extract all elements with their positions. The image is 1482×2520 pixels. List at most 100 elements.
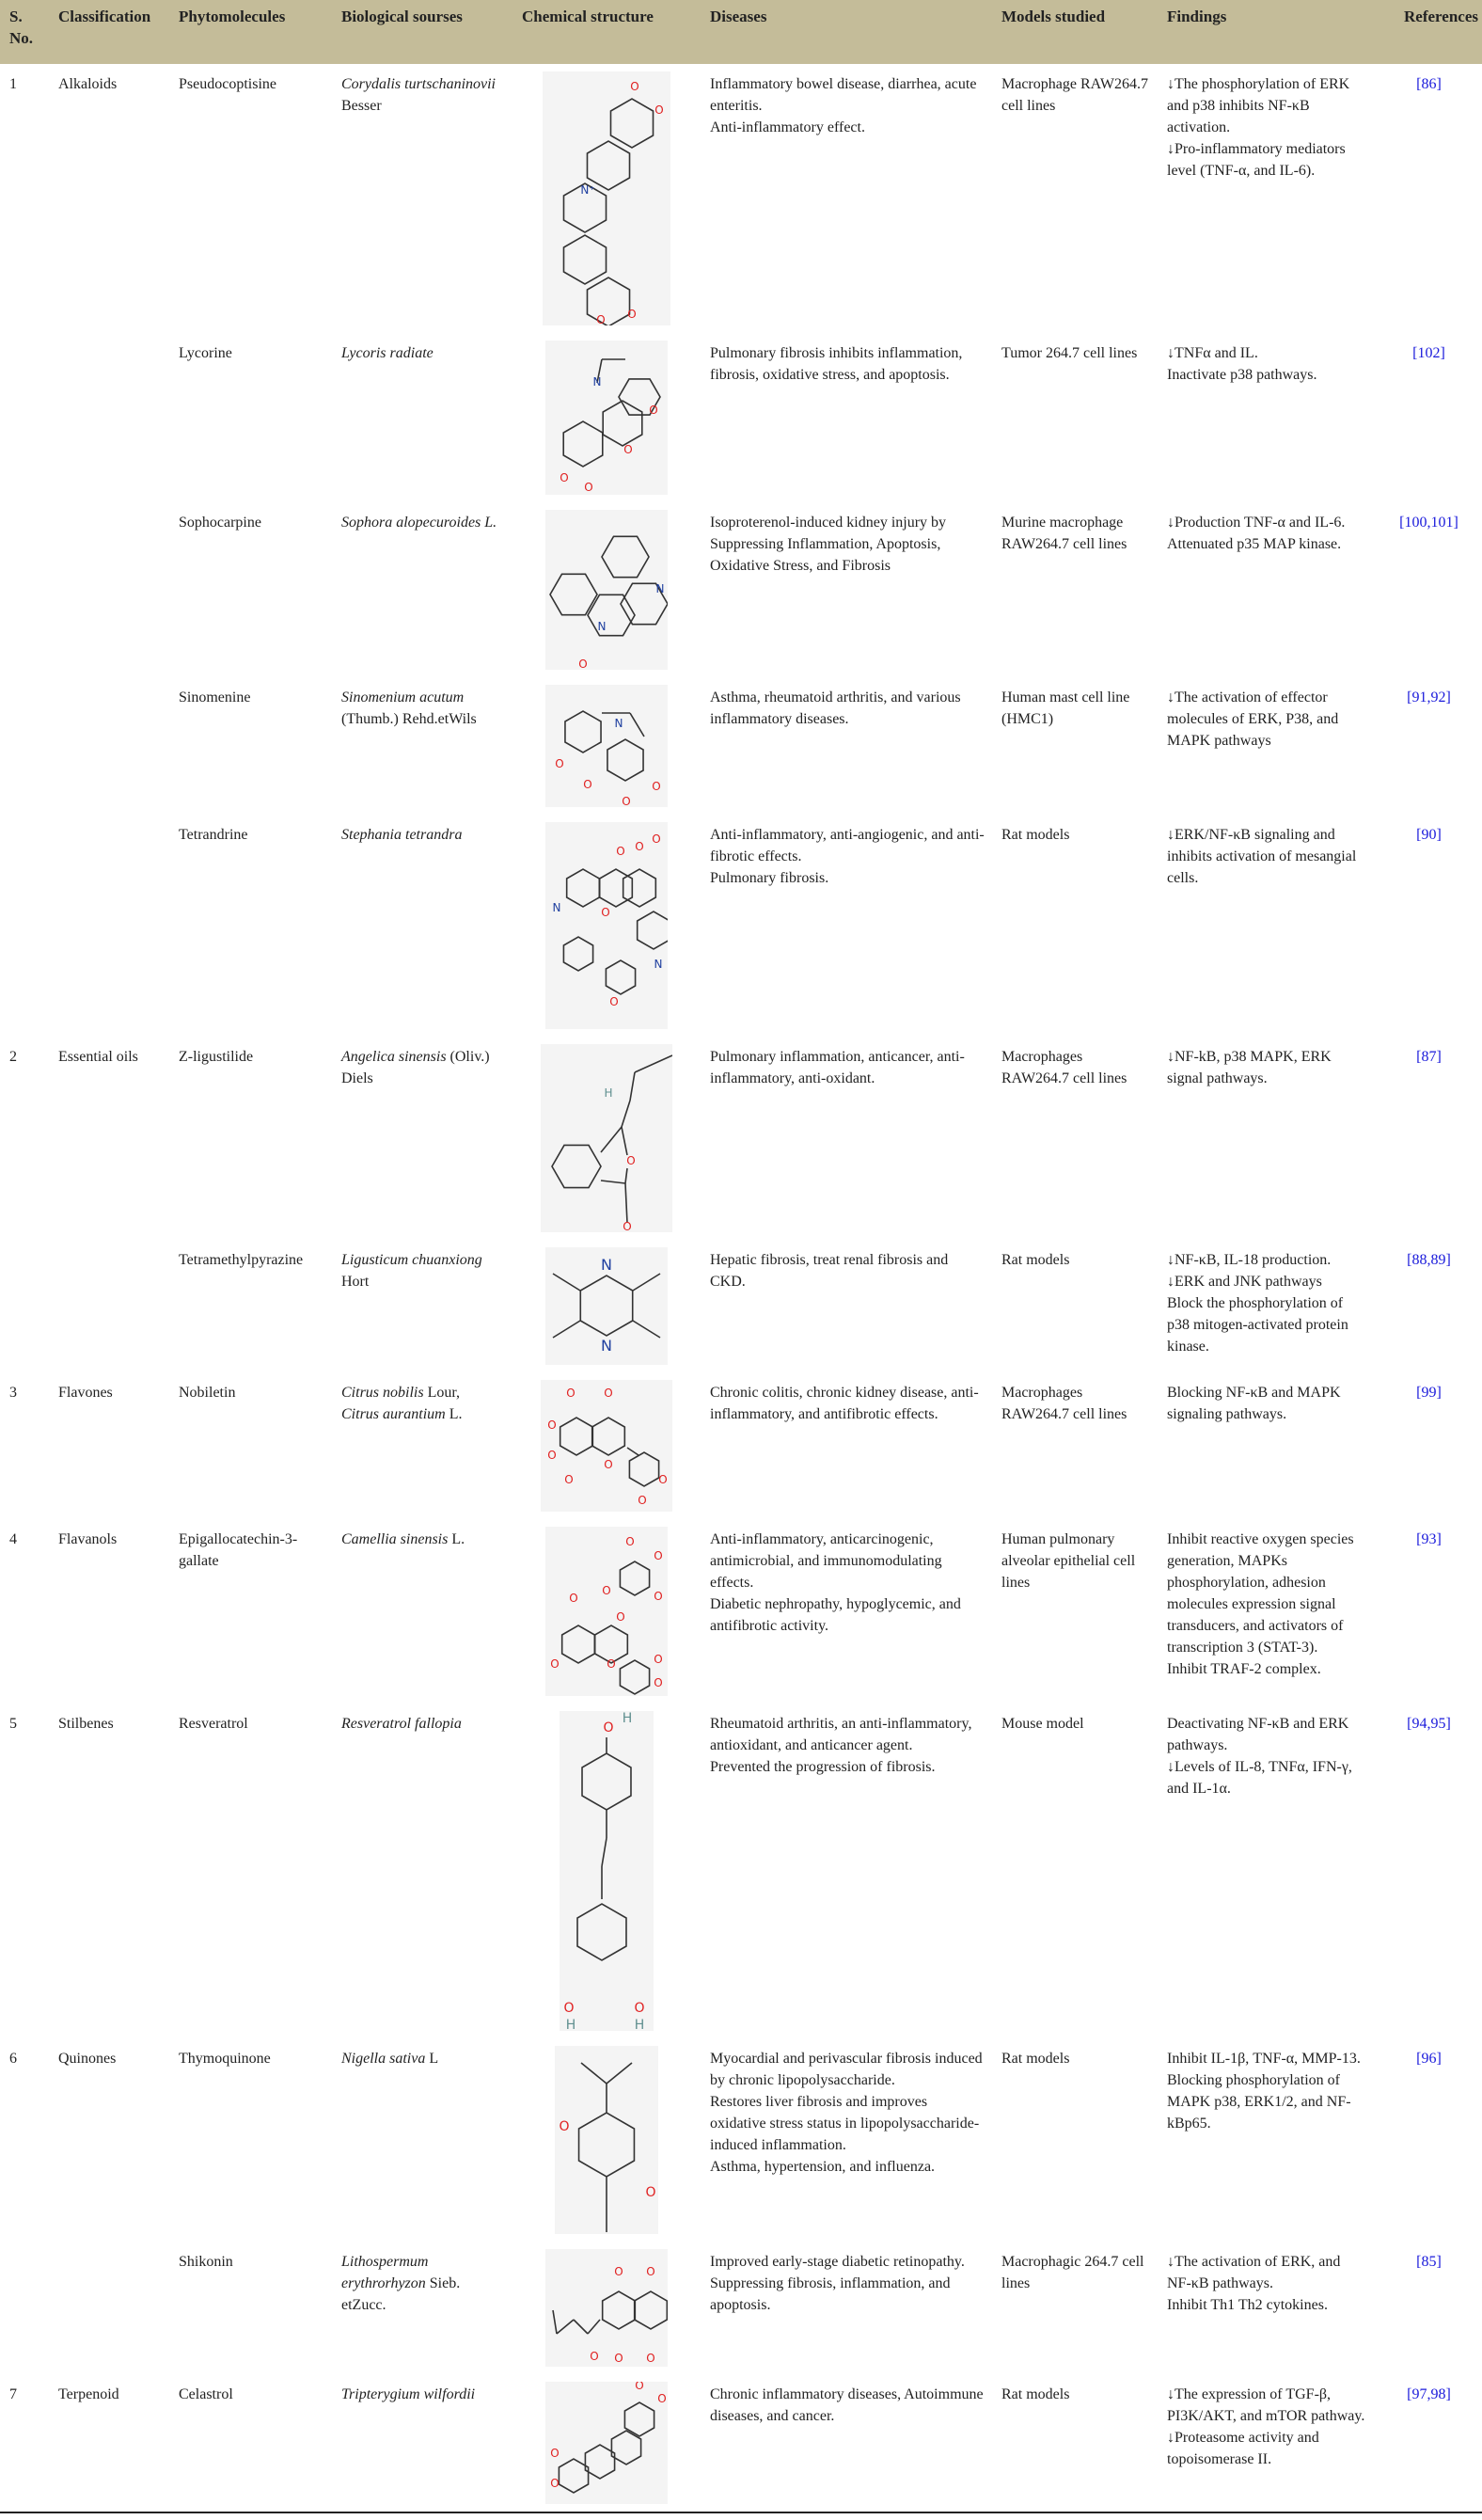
phytomolecule-cell: Tetramethylpyrazine [179, 1252, 304, 1268]
sophocarpine-structure-icon: NNO [545, 510, 668, 670]
models-cell: Rat models [1001, 2051, 1070, 2067]
source-species: Nigella sativa [341, 2051, 426, 2067]
svg-text:N: N [553, 901, 561, 914]
models-cell: Human pulmonary alveolar epithelial cell… [1001, 1531, 1136, 1591]
svg-text:O: O [626, 1154, 635, 1167]
findings-cell: Inhibit IL-1β, TNF-α, MMP-13. Blocking ph… [1158, 2038, 1374, 2242]
phytomolecule-cell: Sinomenine [179, 689, 251, 705]
svg-text:O: O [657, 2392, 666, 2405]
svg-text:O: O [547, 1418, 556, 1432]
reference-link[interactable]: [87] [1416, 1049, 1442, 1065]
findings-cell: ↓The phosphorylation of ERK and p38 inhi… [1158, 64, 1374, 333]
table-row: Shikonin Lithospermum erythrorhyzon Sieb… [0, 2242, 1482, 2374]
reference-cell: [85] [1374, 2242, 1482, 2374]
reference-link[interactable]: [86] [1416, 76, 1442, 92]
reference-link[interactable]: [102] [1412, 345, 1445, 361]
disease-line: Asthma, rheumatoid arthritis, and variou… [710, 689, 961, 727]
biological-source-cell: Lithospermum erythrorhyzon Sieb. etZucc. [332, 2242, 512, 2374]
reference-cell: [94,95] [1374, 1704, 1482, 2038]
reference-cell: [97,98] [1374, 2374, 1482, 2512]
svg-text:O: O [601, 906, 609, 919]
table-row: 7 Terpenoid Celastrol Tripterygium wilfo… [0, 2374, 1482, 2512]
svg-text:O: O [590, 2350, 598, 2363]
reference-cell: [96] [1374, 2038, 1482, 2242]
table-row: 6 Quinones Thymoquinone Nigella sativa L… [0, 2038, 1482, 2242]
table-row: 4 Flavanols Epigallocatechin-3-gallate C… [0, 1519, 1482, 1704]
svg-text:O: O [604, 1458, 612, 1471]
reference-link[interactable]: [94,95] [1407, 1716, 1451, 1732]
sno-cell [0, 333, 49, 502]
disease-line: Chronic colitis, chronic kidney disease,… [710, 1385, 979, 1422]
reference-link[interactable]: [91,92] [1407, 689, 1451, 705]
classification-cell: Flavones [58, 1385, 113, 1401]
classification-cell [49, 2242, 169, 2374]
svg-text:H: H [623, 1711, 633, 1726]
classification-cell: Alkaloids [58, 76, 118, 92]
finding-line: Blocking phosphorylation of MAPK p38, ER… [1167, 2072, 1351, 2132]
reference-link[interactable]: [99] [1416, 1385, 1442, 1401]
biological-source-cell: Corydalis turtschaninovii Besser [332, 64, 512, 333]
svg-text:O: O [635, 2382, 643, 2392]
diseases-cell: Anti-inflammatory, anticarcinogenic, ant… [701, 1519, 992, 1704]
reference-link[interactable]: [93] [1416, 1531, 1442, 1547]
models-cell: Rat models [1001, 2386, 1070, 2402]
findings-cell: Inhibit reactive oxygen species generati… [1158, 1519, 1374, 1704]
finding-line: ↓The activation of ERK, and NF-κB pathwa… [1167, 2254, 1341, 2291]
svg-text:O: O [607, 1657, 615, 1671]
svg-text:O: O [550, 2477, 559, 2490]
svg-text:O: O [645, 2185, 655, 2200]
biological-source-cell: Tripterygium wilfordii [332, 2374, 512, 2512]
table-row: Sinomenine Sinomenium acutum (Thumb.) Re… [0, 677, 1482, 815]
sno-cell: 2 [9, 1049, 17, 1065]
finding-line: ↓Proteasome activity and topoisomerase I… [1167, 2430, 1319, 2467]
reference-link[interactable]: [85] [1416, 2254, 1442, 2270]
sno-cell: 7 [9, 2386, 17, 2402]
disease-line: Asthma, hypertension, and influenza. [710, 2159, 936, 2175]
svg-text:O: O [550, 2447, 559, 2460]
svg-text:N: N [593, 375, 602, 388]
source-author: L. [445, 1406, 463, 1422]
finding-line: Inhibit IL-1β, TNF-α, MMP-13. [1167, 2051, 1361, 2067]
reference-link[interactable]: [100,101] [1399, 515, 1458, 531]
source-author: L [425, 2051, 439, 2067]
disease-line: Inflammatory bowel disease, diarrhea, ac… [710, 76, 977, 114]
phytomolecule-cell: Tetrandrine [179, 827, 248, 843]
diseases-cell: Pulmonary inflammation, anticancer, anti… [701, 1037, 992, 1240]
reference-link[interactable]: [96] [1416, 2051, 1442, 2067]
header-references: References [1374, 0, 1482, 64]
finding-line: Attenuated p35 MAP kinase. [1167, 536, 1342, 552]
source-species: Sinomenium acutum [341, 689, 465, 705]
findings-cell: Deactivating NF-κB and ERK pathways.↓Lev… [1158, 1704, 1374, 2038]
svg-text:O: O [646, 2265, 654, 2278]
header-findings: Findings [1158, 0, 1374, 64]
svg-text:O: O [652, 780, 660, 793]
finding-line: Block the phosphorylation of p38 mitogen… [1167, 1295, 1348, 1355]
diseases-cell: Myocardial and perivascular fibrosis ind… [701, 2038, 992, 2242]
disease-line: Rheumatoid arthritis, an anti-inflammato… [710, 1716, 972, 1753]
phytomolecule-cell: Thymoquinone [179, 2051, 271, 2067]
reference-cell: [86] [1374, 64, 1482, 333]
models-cell: Macrophages RAW264.7 cell lines [1001, 1049, 1127, 1086]
svg-text:N: N [654, 958, 663, 971]
findings-cell: ↓The activation of ERK, and NF-κB pathwa… [1158, 2242, 1374, 2374]
svg-text:O: O [623, 443, 632, 456]
findings-cell: ↓Production TNF-α and IL-6.Attenuated p3… [1158, 502, 1374, 677]
reference-link[interactable]: [97,98] [1407, 2386, 1451, 2402]
reference-link[interactable]: [88,89] [1407, 1252, 1451, 1268]
reference-link[interactable]: [90] [1416, 827, 1442, 843]
source-author: (Oliv.) Diels [341, 1049, 490, 1086]
header-classification: Classification [49, 0, 169, 64]
classification-cell: Stilbenes [58, 1716, 114, 1732]
disease-line: Hepatic fibrosis, treat renal fibrosis a… [710, 1252, 949, 1290]
